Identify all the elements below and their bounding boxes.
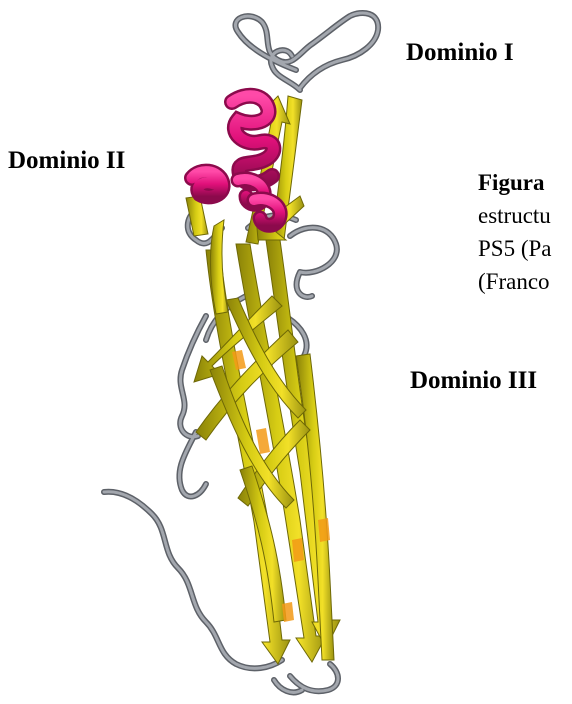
caption-title: Figura xyxy=(478,166,572,199)
caption-line-3: (Franco xyxy=(478,265,572,298)
domain-3-label: Dominio III xyxy=(410,368,537,393)
domain-1-label: Dominio I xyxy=(406,40,514,65)
figure-caption: Figura estructu PS5 (Pa (Franco xyxy=(478,166,572,298)
domain-2-label: Dominio II xyxy=(8,148,125,173)
caption-line-2: PS5 (Pa xyxy=(478,232,572,265)
strand-15 xyxy=(210,220,228,314)
caption-line-1: estructu xyxy=(478,199,572,232)
alpha-helices xyxy=(192,96,280,226)
